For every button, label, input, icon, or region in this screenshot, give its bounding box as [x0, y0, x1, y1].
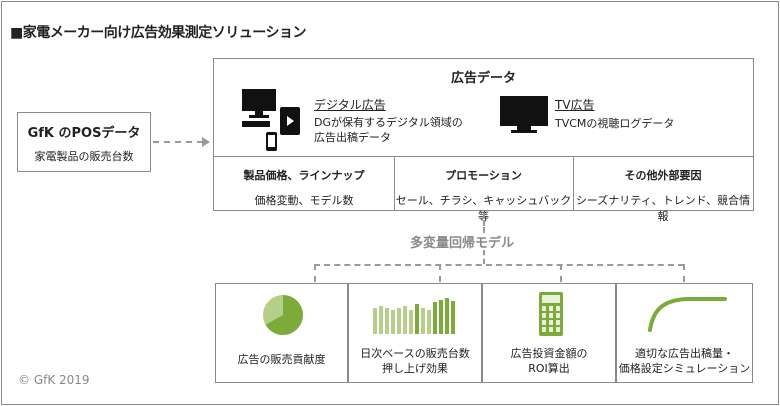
output-label-line2: ROI算出 [528, 362, 570, 375]
page-title: ■家電メーカー向け広告効果測定ソリューション [10, 25, 306, 41]
tv-ad-title: TV広告 [555, 98, 595, 112]
connector-dashed-line [483, 250, 485, 264]
copyright-notice: © GfK 2019 [18, 373, 90, 387]
factor-column-divider [394, 156, 395, 210]
ad-data-box: 広告データ デジタル広告 DGが保有するデジタル領域の 広告出稿データ TV広告… [213, 58, 754, 223]
factor-cell-external: その他外部要因 シーズナリティ、トレンド、競合情報 [573, 157, 753, 223]
output-label-line2: 価格設定シミュレーション [618, 362, 751, 375]
gfk-pos-data-box: GfK のPOSデータ 家電製品の販売台数 [17, 112, 151, 172]
output-label: 広告投資金額の ROI算出 [483, 346, 615, 376]
digital-ad-description: DGが保有するデジタル領域の 広告出稿データ [314, 115, 489, 145]
factor-heading: その他外部要因 [624, 169, 702, 182]
connector-dashed-line [314, 264, 316, 282]
output-label: 適切な広告出稿量・ 価格設定シミュレーション [617, 346, 752, 376]
output-label-line1: 日次ベースの販売台数 [360, 347, 470, 360]
output-box-daily-sales-lift: 日次ベースの販売台数 押し上げ効果 [348, 283, 482, 383]
factor-heading: プロモーション [445, 169, 522, 182]
connector-dashed-line [683, 264, 685, 282]
output-label-line1: 広告の販売貢献度 [237, 353, 326, 366]
output-label: 広告の販売貢献度 [216, 352, 347, 367]
connector-dashed-arrow [153, 141, 203, 143]
curve-chart-icon [648, 297, 727, 332]
output-label-line1: 広告投資金額の [510, 347, 588, 360]
connector-dashed-line [560, 264, 562, 282]
output-box-roi: 広告投資金額の ROI算出 [482, 283, 616, 383]
connector-dashed-line [483, 213, 485, 233]
factor-heading: 製品価格、ラインナップ [243, 169, 365, 182]
bar-chart-icon [373, 298, 455, 334]
output-box-simulation: 適切な広告出稿量・ 価格設定シミュレーション [616, 283, 753, 383]
digital-devices-icon [242, 89, 300, 151]
output-label: 日次ベースの販売台数 押し上げ効果 [349, 346, 481, 376]
digital-ad-desc-line2: 広告出稿データ [314, 131, 391, 144]
regression-model-label: 多変量回帰モデル [410, 236, 515, 251]
factor-column-divider [573, 156, 574, 210]
output-label-line1: 適切な広告出稿量・ [635, 347, 734, 360]
pie-chart-icon [263, 295, 303, 335]
gfk-box-subtitle: 家電製品の販売台数 [34, 150, 134, 163]
television-icon [500, 96, 548, 133]
factor-cell-promotion: プロモーション セール、チラシ、キャッシュバック等 [394, 157, 573, 223]
factor-detail: 価格変動、モデル数 [254, 194, 354, 207]
gfk-box-title: GfK のPOSデータ [27, 126, 141, 141]
connector-arrowhead [202, 137, 210, 147]
digital-ad-desc-line1: DGが保有するデジタル領域の [314, 116, 463, 129]
calculator-icon [539, 292, 563, 336]
factor-detail: シーズナリティ、トレンド、競合情報 [575, 194, 751, 223]
connector-dashed-branch [314, 264, 684, 266]
digital-ad-title: デジタル広告 [314, 98, 386, 112]
tv-ad-description: TVCMの視聴ログデータ [555, 117, 675, 130]
connector-dashed-line [439, 264, 441, 282]
factor-cell-price: 製品価格、ラインナップ 価格変動、モデル数 [214, 157, 394, 211]
ad-data-divider [214, 156, 753, 157]
output-box-sales-contribution: 広告の販売貢献度 [215, 283, 348, 383]
ad-data-heading: 広告データ [450, 71, 516, 86]
output-label-line2: 押し上げ効果 [382, 362, 448, 375]
